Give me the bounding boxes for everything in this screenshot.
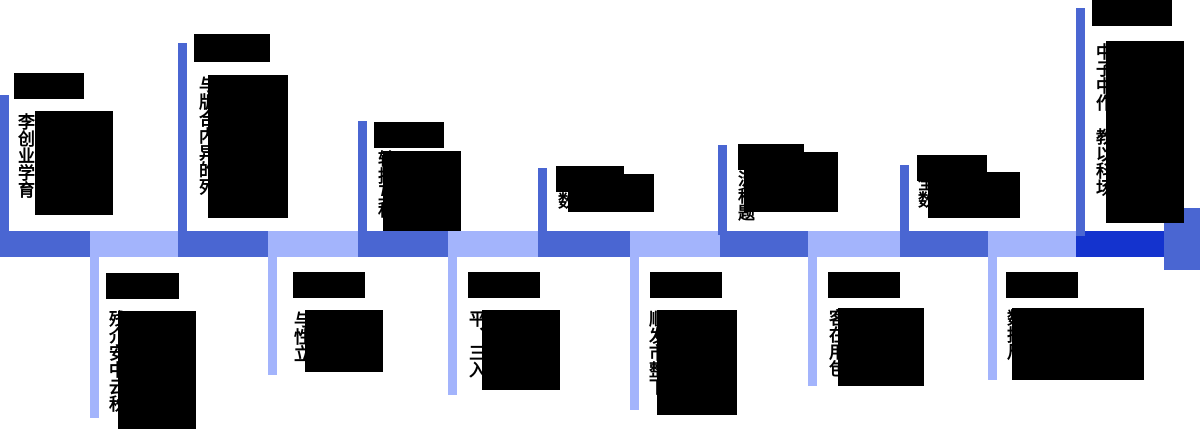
connector-stem-above-7 xyxy=(1076,8,1085,236)
timeline-segment-2[interactable] xyxy=(90,231,178,257)
node-body-below-6[interactable] xyxy=(1012,308,1144,380)
connector-stem-above-6 xyxy=(900,165,909,235)
node-text-below-3: 平、三入 xyxy=(465,310,486,378)
connector-stem-above-5 xyxy=(718,145,727,235)
node-body-above-5[interactable] xyxy=(744,152,838,212)
connector-stem-above-2 xyxy=(178,43,187,235)
timeline-segment-6[interactable] xyxy=(448,231,538,257)
node-title-below-1[interactable] xyxy=(106,273,179,299)
node-body-above-3[interactable] xyxy=(383,151,461,231)
timeline-segment-4[interactable] xyxy=(268,231,358,257)
node-title-above-1[interactable] xyxy=(14,73,84,99)
timeline-segment-5[interactable] xyxy=(358,231,448,257)
connector-stem-below-1 xyxy=(90,255,99,418)
node-body-below-3[interactable] xyxy=(482,310,560,390)
connector-stem-below-4 xyxy=(630,255,639,410)
connector-stem-below-5 xyxy=(808,255,817,386)
node-body-above-1[interactable] xyxy=(35,111,113,215)
timeline-segment-8[interactable] xyxy=(630,231,720,257)
timeline-segment-3[interactable] xyxy=(178,231,268,257)
node-title-below-4[interactable] xyxy=(650,272,722,298)
timeline-segment-9[interactable] xyxy=(720,231,808,257)
node-title-below-2[interactable] xyxy=(293,272,365,298)
connector-stem-below-6 xyxy=(988,255,997,380)
node-body-below-1[interactable] xyxy=(118,311,196,429)
node-body-above-6[interactable] xyxy=(928,172,1020,218)
node-body-above-4[interactable] xyxy=(568,174,654,212)
connector-stem-above-3 xyxy=(358,121,367,235)
node-text-above-1: 李创业学育 xyxy=(14,113,35,198)
node-title-above-2[interactable] xyxy=(194,34,270,62)
node-body-below-5[interactable] xyxy=(838,308,924,386)
timeline-segment-12[interactable] xyxy=(988,231,1076,257)
connector-stem-above-4 xyxy=(538,168,547,235)
node-body-above-2[interactable] xyxy=(208,75,288,218)
connector-stem-below-2 xyxy=(268,255,277,375)
timeline-segment-7[interactable] xyxy=(538,231,630,257)
node-title-above-7[interactable] xyxy=(1092,0,1172,26)
timeline-segment-1[interactable] xyxy=(0,231,90,257)
timeline-segment-13[interactable] xyxy=(1076,231,1164,257)
node-body-above-7[interactable] xyxy=(1106,41,1184,223)
timeline-segment-11[interactable] xyxy=(900,231,988,257)
node-title-above-3[interactable] xyxy=(374,122,444,148)
node-title-below-6[interactable] xyxy=(1006,272,1078,298)
connector-stem-below-3 xyxy=(448,255,457,395)
timeline-segment-10[interactable] xyxy=(808,231,900,257)
connector-stem-above-1 xyxy=(0,95,9,235)
node-body-below-4[interactable] xyxy=(657,310,737,415)
node-body-below-2[interactable] xyxy=(305,310,383,372)
node-title-below-3[interactable] xyxy=(468,272,540,298)
node-title-below-5[interactable] xyxy=(828,272,900,298)
